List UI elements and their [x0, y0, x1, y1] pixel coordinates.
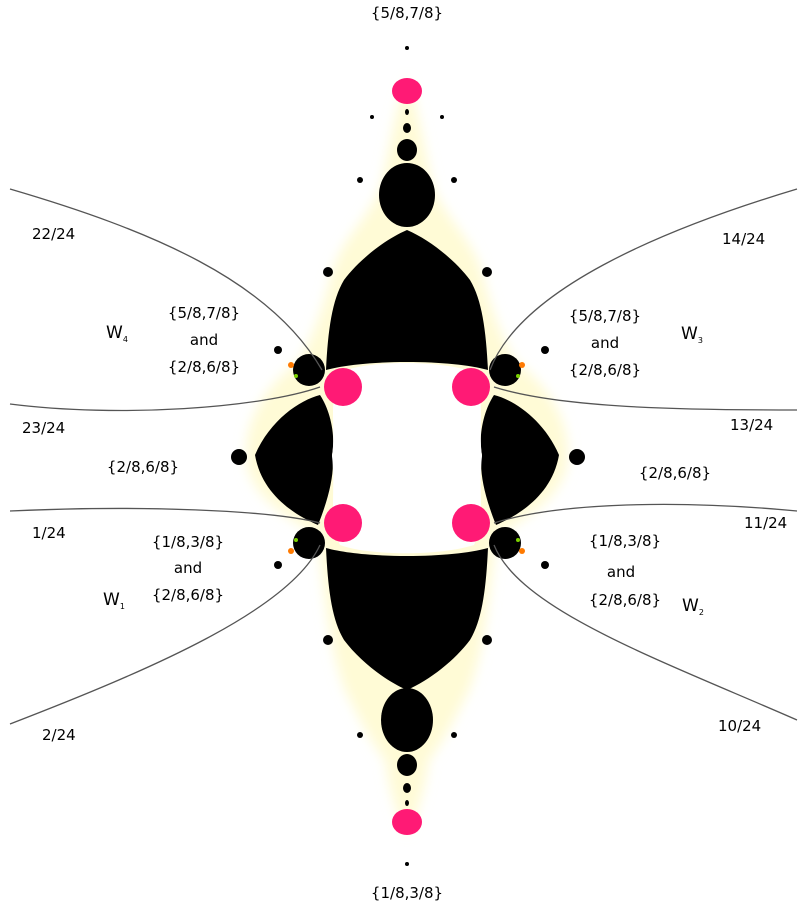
label-ray-1-24: 1/24: [32, 524, 66, 542]
label-upper-right-1: {5/8,7/8}: [569, 307, 641, 325]
ray-10-24: [493, 544, 798, 721]
ray-11-24: [493, 503, 798, 524]
ray-22-24: [9, 188, 323, 371]
label-upper-right-2: and: [591, 334, 619, 352]
label-bottom: {1/8,3/8}: [371, 884, 443, 902]
ray-2-24: [9, 544, 321, 725]
accent-dots: [288, 362, 525, 554]
central-hole: [332, 363, 482, 554]
label-w1: W1: [103, 590, 125, 611]
fractal-body: [231, 46, 585, 866]
ray-14-24: [489, 188, 798, 371]
label-w2: W2: [682, 596, 704, 617]
label-w4: W4: [106, 323, 128, 344]
label-lower-left-3: {2/8,6/8}: [152, 586, 224, 604]
ray-1-24: [9, 507, 321, 524]
label-middle-right: {2/8,6/8}: [639, 464, 711, 482]
labels: {5/8,7/8} {1/8,3/8} 22/24 23/24 1/24 2/2…: [22, 4, 787, 902]
label-ray-22-24: 22/24: [32, 225, 75, 243]
label-upper-left-1: {5/8,7/8}: [168, 304, 240, 322]
label-lower-left-2: and: [174, 559, 202, 577]
label-upper-right-3: {2/8,6/8}: [569, 361, 641, 379]
label-top: {5/8,7/8}: [371, 4, 443, 22]
label-upper-left-2: and: [190, 331, 218, 349]
label-lower-right-2: and: [607, 563, 635, 581]
label-ray-14-24: 14/24: [722, 230, 765, 248]
label-ray-2-24: 2/24: [42, 726, 76, 744]
label-upper-left-3: {2/8,6/8}: [168, 358, 240, 376]
label-ray-11-24: 11/24: [744, 514, 787, 532]
label-middle-left: {2/8,6/8}: [107, 458, 179, 476]
label-ray-10-24: 10/24: [718, 717, 761, 735]
ray-23-24: [9, 386, 321, 412]
label-lower-right-1: {1/8,3/8}: [589, 532, 661, 550]
rays-right: [489, 188, 798, 721]
ray-13-24: [493, 386, 798, 411]
label-ray-13-24: 13/24: [730, 416, 773, 434]
label-w3: W3: [681, 324, 703, 345]
label-lower-right-3: {2/8,6/8}: [589, 591, 661, 609]
label-ray-23-24: 23/24: [22, 419, 65, 437]
hyperbolic-components: [324, 78, 490, 835]
rays-left: [9, 188, 323, 725]
label-lower-left-1: {1/8,3/8}: [152, 533, 224, 551]
